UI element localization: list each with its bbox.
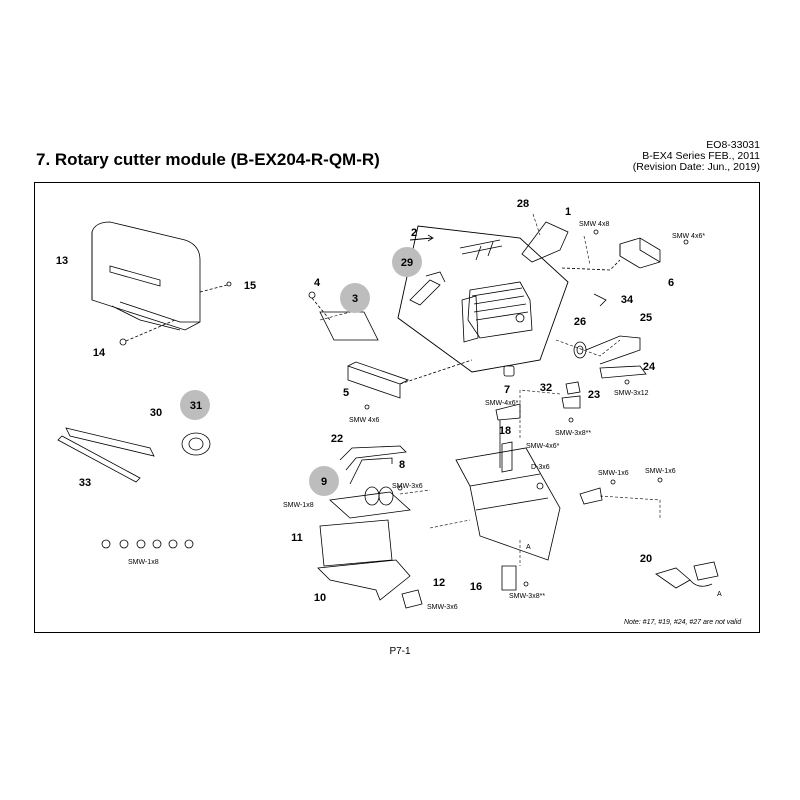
page-number: P7-1 xyxy=(389,646,411,657)
guide-plate-drawing-3 xyxy=(319,311,379,341)
part-number-32: 32 xyxy=(540,382,552,394)
strap-drawing-33 xyxy=(57,435,141,483)
highlight-marker-3 xyxy=(340,283,370,313)
screw-label-smw-1x8-a: SMW-1x8 xyxy=(283,502,314,509)
sensor-drawing-23 xyxy=(561,395,581,409)
highlight-marker-9 xyxy=(309,466,339,496)
part-number-11: 11 xyxy=(291,532,303,544)
screw-label-smw-1x8-b: SMW-1x8 xyxy=(128,559,159,566)
part-number-3: 3 xyxy=(352,293,358,305)
screw-label-smw-1x6-b: SMW-1x6 xyxy=(645,468,676,475)
bracket-drawing-right xyxy=(579,487,603,505)
series-line: B-EX4 Series FEB., 2011 xyxy=(642,150,760,162)
screw-set-drawing xyxy=(101,539,194,549)
screw-label-smw-4x6: SMW 4x6 xyxy=(349,417,379,424)
bracket-outline-drawing xyxy=(397,225,569,373)
part-number-28: 28 xyxy=(517,198,529,210)
highlight-marker-31 xyxy=(180,390,210,420)
part-number-15: 15 xyxy=(244,280,256,292)
block-drawing-16 xyxy=(501,565,517,591)
validity-note: Note: #17, #19, #24, #27 are not valid xyxy=(624,619,742,626)
part-number-22: 22 xyxy=(331,433,343,445)
clip-drawing-32 xyxy=(565,381,581,395)
bushing-drawing-31 xyxy=(181,432,211,456)
part-number-20: 20 xyxy=(640,553,652,565)
part-number-14: 14 xyxy=(93,347,106,359)
part-number-33: 33 xyxy=(79,477,91,489)
screw-label-smw-3x8-dstar-b: SMW-3x8** xyxy=(509,593,545,600)
screw-label-d-3x6: D-3x6 xyxy=(531,464,550,471)
screw-drawing-14 xyxy=(119,338,127,346)
knob-drawing-7 xyxy=(503,365,515,377)
screw-drawing-15 xyxy=(226,281,232,287)
screw-label-smw-3x12: SMW-3x12 xyxy=(614,390,649,397)
pin-drawing-34 xyxy=(593,293,607,307)
cable-drawing-25 xyxy=(585,335,641,365)
screw-label-smw-4x6-star-mid: SMW-4x6* xyxy=(485,400,519,407)
screw-label-smw-3x6-b: SMW-3x6 xyxy=(427,604,458,611)
part-number-1: 1 xyxy=(565,206,571,218)
part-number-24: 24 xyxy=(643,361,656,373)
part-number-34: 34 xyxy=(621,294,634,306)
screw-label-smw-4x6-star-top: SMW 4x6* xyxy=(672,233,705,240)
part-number-18: 18 xyxy=(499,425,511,437)
revision-line: (Revision Date: Jun., 2019) xyxy=(632,161,760,173)
screw-label-smw-4x6-star-low: SMW-4x6* xyxy=(526,443,560,450)
gear-drawing-26 xyxy=(573,341,587,359)
part-number-6: 6 xyxy=(668,277,674,289)
part-number-2: 2 xyxy=(411,227,417,239)
part-number-13: 13 xyxy=(56,255,68,267)
reference-letter-a-2: A xyxy=(717,591,722,598)
part-number-26: 26 xyxy=(574,316,586,328)
diagram-frame xyxy=(34,182,760,633)
part-number-10: 10 xyxy=(314,592,326,604)
cover-drawing xyxy=(91,221,201,331)
circuit-board-drawing-9 xyxy=(329,491,411,519)
bracket-drawing-5 xyxy=(347,365,401,399)
part-number-31: 31 xyxy=(190,400,202,412)
connector-drawing-20 xyxy=(655,567,691,589)
part-number-7: 7 xyxy=(504,384,510,396)
screw-drawing-4 xyxy=(308,291,316,299)
part-number-4: 4 xyxy=(314,277,321,289)
screw-label-smw-4x8: SMW 4x8 xyxy=(579,221,609,228)
screw-label-smw-1x6-a: SMW-1x6 xyxy=(598,470,629,477)
part-number-12: 12 xyxy=(433,577,445,589)
bracket-drawing-11 xyxy=(319,519,393,567)
plate-drawing-1 xyxy=(521,221,569,263)
part-number-29: 29 xyxy=(401,257,413,269)
part-number-5: 5 xyxy=(343,387,349,399)
part-number-30: 30 xyxy=(150,407,162,419)
part-number-23: 23 xyxy=(588,389,600,401)
strap-drawing-30 xyxy=(65,427,155,457)
document-reference: EO8-33031 B-EX4 Series FEB., 2011 (Revis… xyxy=(633,140,760,173)
base-plate-drawing-10 xyxy=(317,559,411,601)
part-number-9: 9 xyxy=(321,476,327,488)
cable-drawing-22 xyxy=(339,445,407,471)
part-number-16: 16 xyxy=(470,581,482,593)
screw-label-smw-3x6-a: SMW-3x6 xyxy=(392,483,423,490)
highlight-marker-29 xyxy=(392,247,422,277)
doc-number: EO8-33031 xyxy=(706,139,760,151)
bracket-drawing-12 xyxy=(401,589,423,609)
part-number-25: 25 xyxy=(640,312,652,324)
plate-drawing-24 xyxy=(599,365,647,379)
part-number-8: 8 xyxy=(399,459,405,471)
page-title: 7. Rotary cutter module (B-EX204-R-QM-R) xyxy=(36,150,380,169)
reference-letter-a-1: A xyxy=(526,544,531,551)
screw-label-smw-3x8-dstar: SMW-3x8** xyxy=(555,430,591,437)
